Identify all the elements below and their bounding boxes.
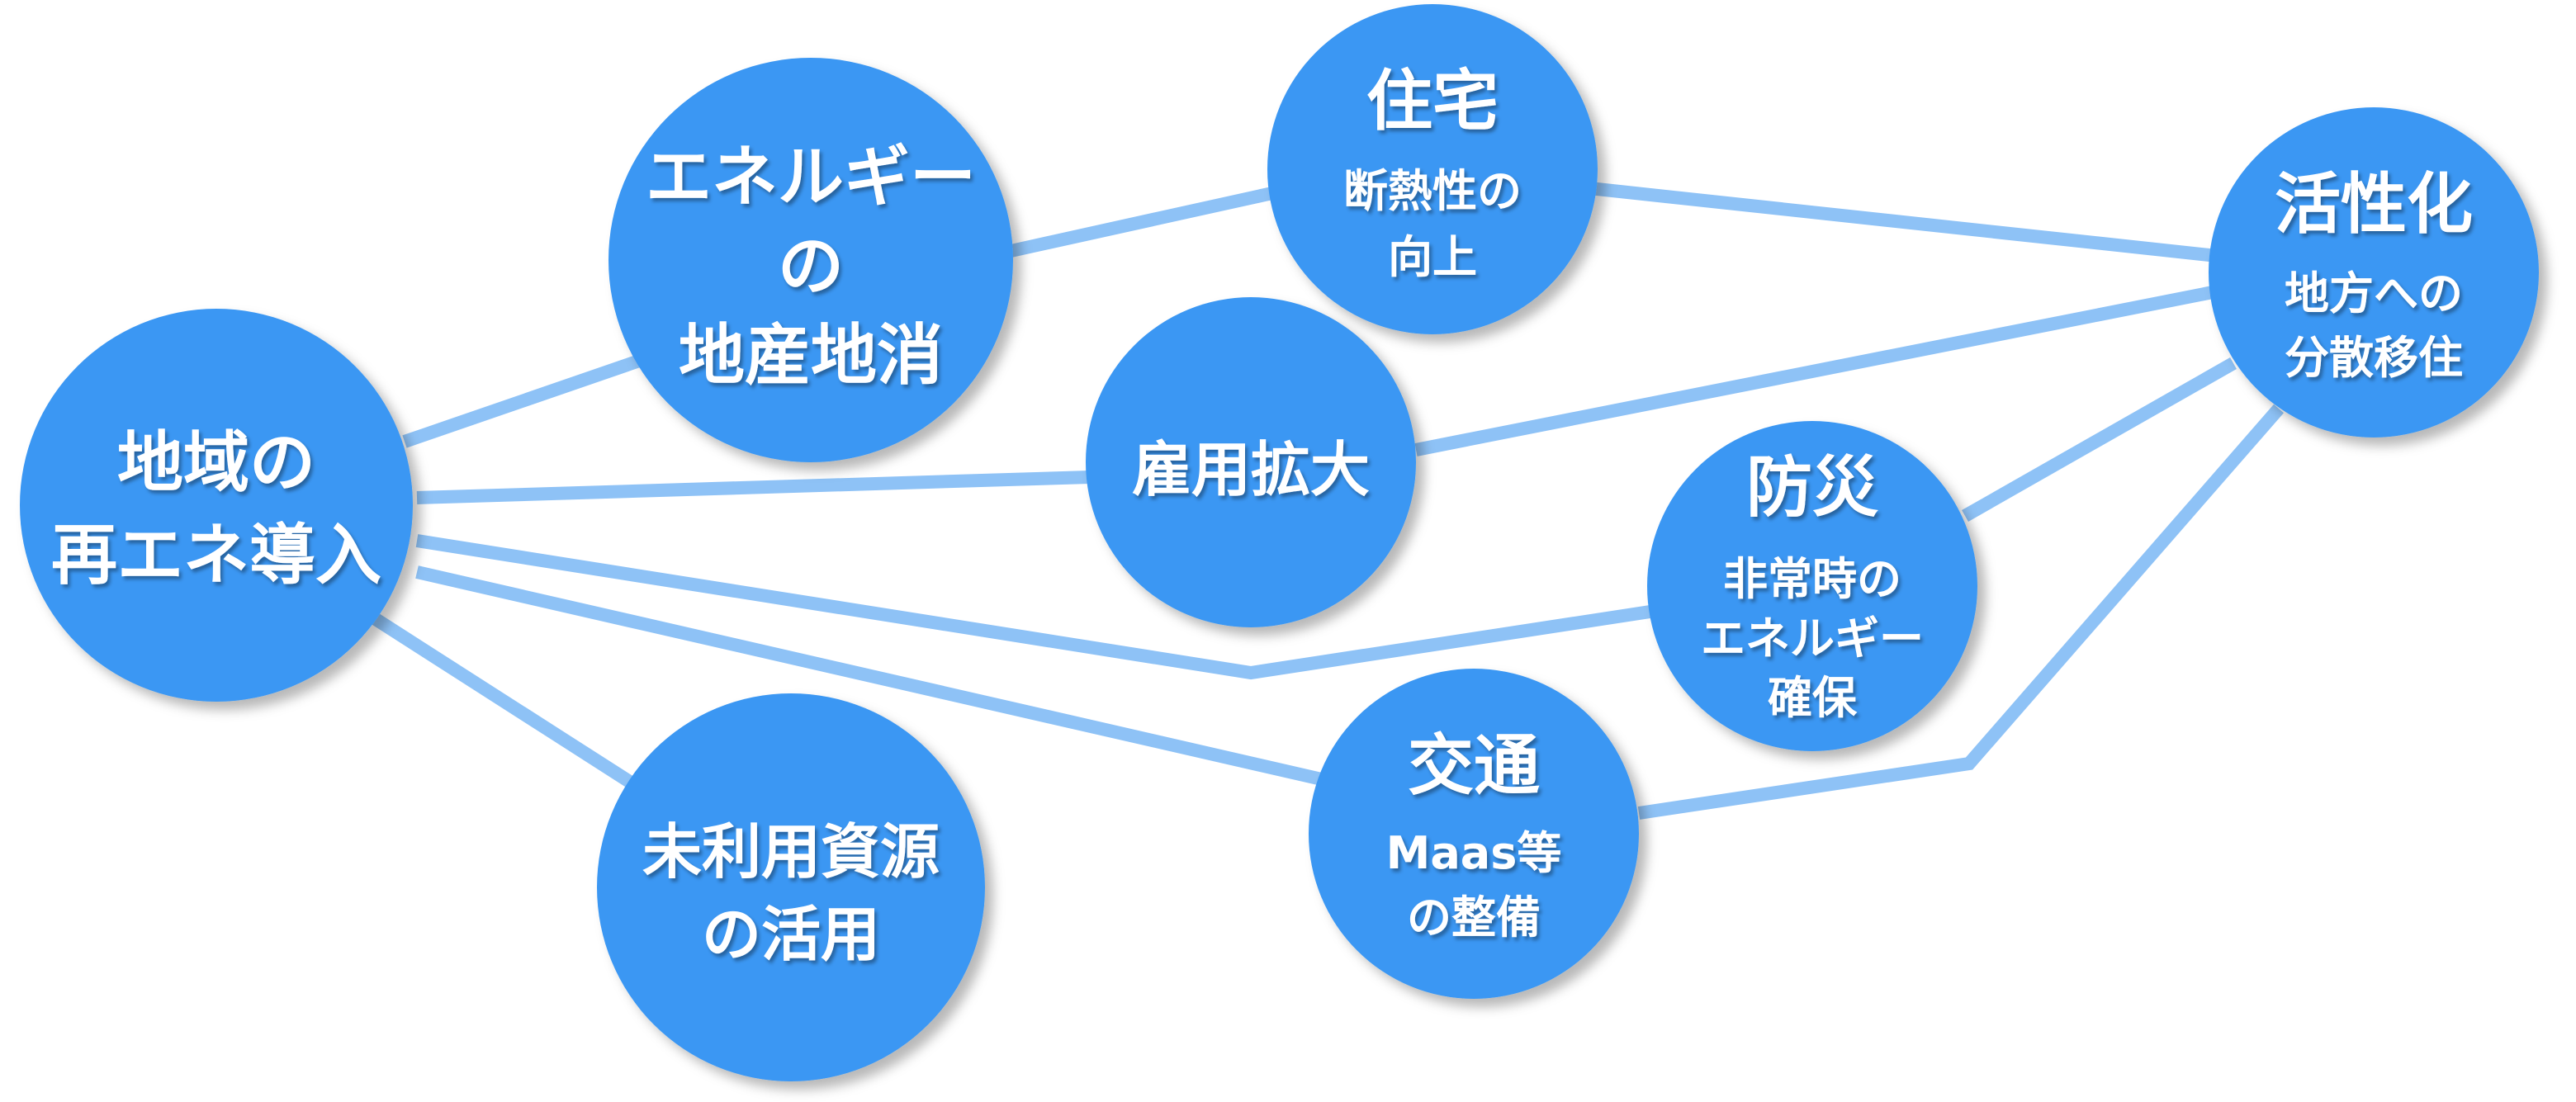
node-traffic-sub-2: の整備 xyxy=(1407,892,1541,944)
node-unused-resources-circle xyxy=(597,693,985,1081)
node-energy-local-line-3: 地産地消 xyxy=(679,317,943,394)
node-disaster-sub-2: エネルギー xyxy=(1701,612,1924,665)
node-unused-resources: 未利用資源 の活用 xyxy=(597,693,985,1081)
connector-regional-unused xyxy=(372,613,644,794)
node-employment-circle xyxy=(1086,297,1416,627)
connector-regional-energy xyxy=(402,352,646,448)
node-revitalization-title: 活性化 xyxy=(2275,166,2473,243)
node-housing-sub-2: 向上 xyxy=(1388,231,1477,283)
node-disaster-title: 防災 xyxy=(1746,449,1878,526)
node-unused-resources-line-2: の活用 xyxy=(702,900,880,969)
connector-regional-traffic xyxy=(415,565,1327,787)
node-traffic-circle xyxy=(1309,669,1639,999)
connector-regional-employment xyxy=(416,471,1091,504)
node-housing-title: 住宅 xyxy=(1366,63,1499,140)
node-disaster-sub-3: 確保 xyxy=(1768,672,1858,724)
node-energy-local-line-1: エネルギー xyxy=(646,139,976,215)
node-energy-local-line-2: の xyxy=(778,228,844,305)
node-housing-sub-1: 断熱性の xyxy=(1343,165,1522,217)
connector-lines xyxy=(372,182,2285,820)
node-housing: 住宅 断熱性の 向上 xyxy=(1267,4,1598,334)
node-traffic: 交通 Maas等 の整備 xyxy=(1309,669,1639,999)
node-energy-local-circle xyxy=(608,58,1013,462)
node-regional-renewable-line-2: 再エネ導入 xyxy=(51,517,381,594)
node-regional-renewable-circle xyxy=(20,309,413,702)
node-traffic-title: 交通 xyxy=(1408,727,1540,804)
node-disaster-sub-1: 非常時の xyxy=(1723,553,1901,605)
node-energy-local: エネルギー の 地産地消 xyxy=(608,58,1013,462)
node-regional-renewable-line-1: 地域の xyxy=(117,424,315,501)
node-disaster-circle xyxy=(1647,421,1977,751)
node-housing-circle xyxy=(1267,4,1598,334)
node-employment-line-1: 雇用拡大 xyxy=(1132,435,1370,504)
node-unused-resources-line-1: 未利用資源 xyxy=(642,817,940,887)
node-revitalization-circle xyxy=(2209,107,2539,437)
connector-energy-housing xyxy=(1006,185,1281,258)
node-disaster: 防災 非常時の エネルギー 確保 xyxy=(1647,421,1977,751)
connector-employment-revitalization xyxy=(1414,285,2218,456)
connector-disaster-revitalization xyxy=(1962,357,2237,522)
node-revitalization: 活性化 地方への 分散移住 xyxy=(2209,107,2539,437)
node-employment: 雇用拡大 xyxy=(1086,297,1416,627)
node-revitalization-sub-2: 分散移住 xyxy=(2285,332,2463,384)
connector-housing-revitalization xyxy=(1589,182,2218,262)
node-revitalization-sub-1: 地方への xyxy=(2285,267,2463,319)
connector-traffic-revitalization xyxy=(1637,404,2285,820)
node-traffic-sub-1: Maas等 xyxy=(1386,827,1562,879)
connector-regional-disaster xyxy=(415,534,1657,680)
node-regional-renewable: 地域の 再エネ導入 xyxy=(20,309,413,702)
